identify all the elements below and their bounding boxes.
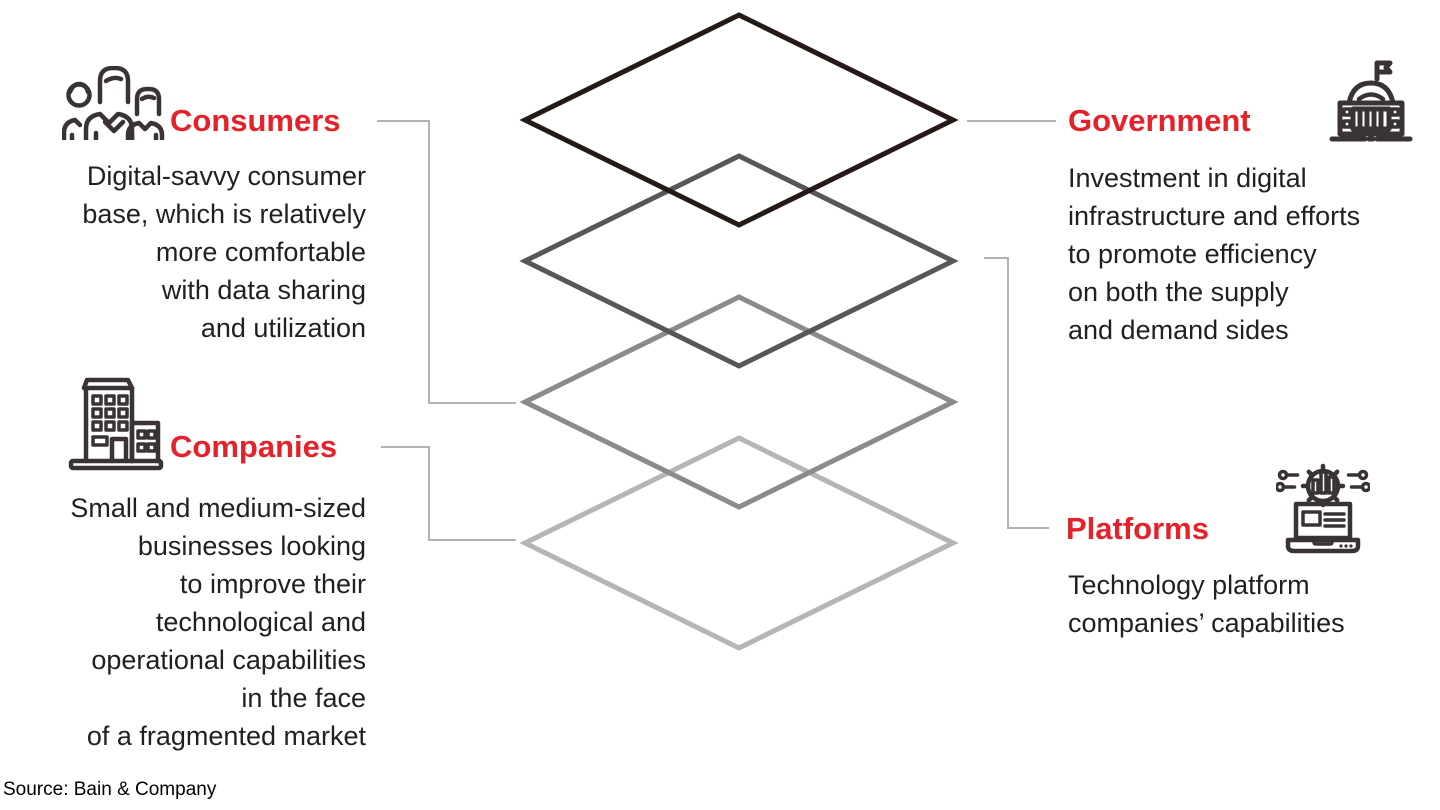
layer-diamond-1 [519,12,959,228]
description-line: with data sharing [161,275,366,305]
laptop-analytics-icon [1276,462,1370,558]
description-line: companies’ capabilities [1068,608,1345,638]
capitol-building-icon [1326,58,1416,146]
description-line: on both the supply [1068,277,1289,307]
description-line: and utilization [200,313,366,343]
description-line: businesses looking [137,531,366,561]
layer-diamond-4 [519,435,959,651]
platforms-connector-line [984,257,1049,529]
description-line: Small and medium-sized [70,493,366,523]
description-line: operational capabilities [91,645,366,675]
people-icon [62,66,166,140]
platforms-description: Technology platform companies’ capabilit… [1068,566,1345,642]
platforms-label: Platforms [1066,511,1209,546]
description-line: Technology platform [1068,570,1310,600]
consumers-connector-line [377,120,516,404]
description-line: technological and [155,607,366,637]
description-line: infrastructure and efforts [1068,201,1361,231]
layer-diamond-3 [519,294,959,510]
government-description: Investment in digital infrastructure and… [1068,159,1360,349]
description-line: Investment in digital [1068,163,1307,193]
companies-connector-line [381,446,516,541]
office-buildings-icon [68,376,164,472]
description-line: to promote efficiency [1068,239,1317,269]
layer-diamond-2 [519,153,959,369]
description-line: of a fragmented market [86,721,366,751]
description-line: more comfortable [155,237,366,267]
consumers-description: Digital-savvy consumer base, which is re… [82,157,366,347]
description-line: Digital-savvy consumer [86,161,366,191]
companies-label: Companies [170,429,338,464]
consumers-label: Consumers [170,103,341,138]
description-line: and demand sides [1068,315,1289,345]
companies-description: Small and medium-sized businesses lookin… [70,489,366,755]
description-line: base, which is relatively [82,199,366,229]
description-line: in the face [241,683,366,713]
description-line: to improve their [179,569,366,599]
government-label: Government [1068,103,1251,138]
source-note: Source: Bain & Company [3,779,217,800]
